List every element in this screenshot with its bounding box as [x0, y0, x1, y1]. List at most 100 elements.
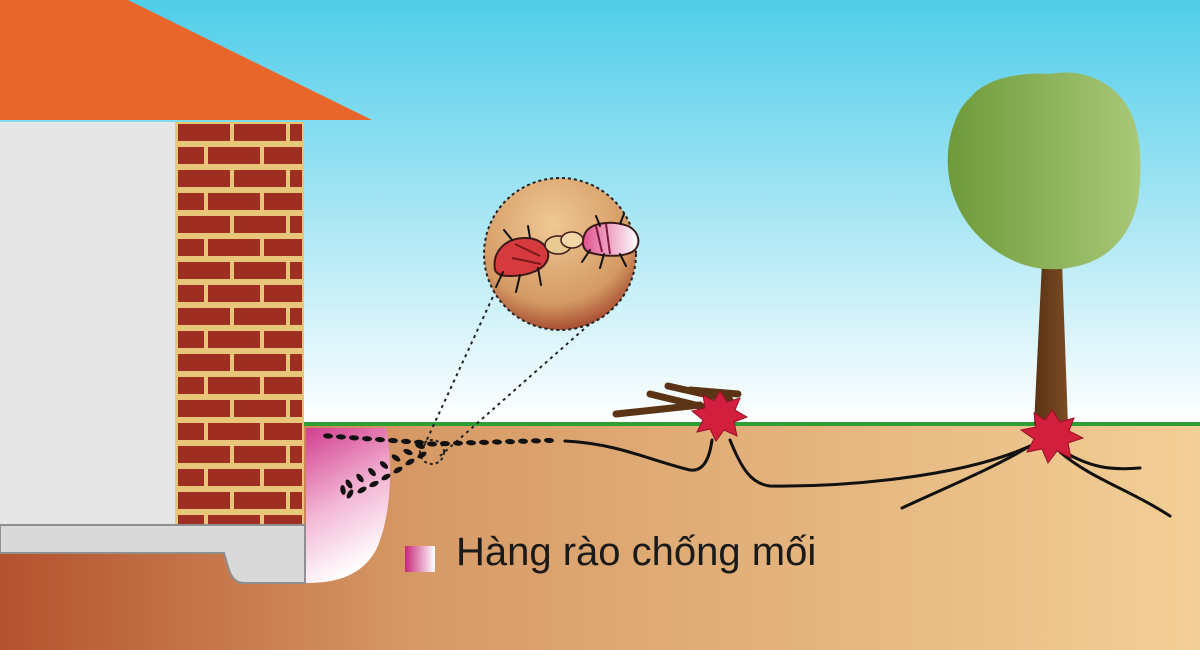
brick — [234, 262, 286, 279]
brick-column — [176, 122, 304, 532]
termite-dot — [393, 466, 403, 474]
brick — [290, 308, 302, 325]
brick — [208, 469, 260, 486]
termite-dot — [391, 454, 401, 462]
brick — [264, 469, 302, 486]
brick — [264, 285, 302, 302]
brick — [178, 239, 204, 256]
brick — [290, 354, 302, 371]
termite-dot — [357, 486, 367, 494]
termite-dot — [505, 438, 515, 445]
brick — [178, 446, 230, 463]
brick — [234, 170, 286, 187]
brick — [234, 492, 286, 509]
termite-dot — [531, 438, 541, 444]
house-wall — [0, 122, 178, 527]
brick — [178, 216, 230, 233]
brick — [290, 492, 302, 509]
termite-dot — [544, 437, 554, 444]
brick — [208, 239, 260, 256]
termite-pink — [560, 213, 640, 269]
termite-dot — [356, 473, 364, 483]
brick — [178, 147, 204, 164]
termite-dot — [349, 435, 359, 441]
termite-dot — [379, 461, 389, 469]
termite-dot — [403, 448, 413, 456]
termite-dot — [368, 467, 376, 477]
termite-dot — [417, 451, 427, 459]
brick — [178, 308, 230, 325]
brick — [178, 469, 204, 486]
termite-dot — [466, 440, 476, 446]
brick — [178, 354, 230, 371]
tree-trunk — [1034, 262, 1068, 425]
brick — [208, 423, 260, 440]
brick — [290, 446, 302, 463]
zoom-guide-lines — [423, 289, 611, 457]
roof — [0, 0, 372, 120]
brick — [208, 193, 260, 210]
termite-red — [493, 225, 572, 293]
termite-dot — [492, 439, 502, 445]
brick — [178, 285, 204, 302]
zoom-target-circle — [419, 439, 445, 465]
termite-dot — [479, 439, 489, 445]
termite-dot — [340, 485, 346, 495]
brick — [234, 124, 286, 141]
termite-dot — [346, 489, 354, 499]
brick — [178, 492, 230, 509]
termite-tunnels — [563, 438, 1172, 518]
termite-dot — [388, 437, 398, 444]
brick — [178, 193, 204, 210]
brick — [290, 262, 302, 279]
brick — [290, 170, 302, 187]
termite-dot — [362, 436, 372, 442]
foundation — [0, 524, 306, 584]
nest-star-debris — [690, 390, 749, 442]
tree-canopy — [947, 72, 1141, 270]
brick — [178, 423, 204, 440]
brick — [290, 400, 302, 417]
brick — [234, 400, 286, 417]
brick — [290, 124, 302, 141]
termite-dot — [401, 438, 411, 445]
brick — [234, 216, 286, 233]
brick — [178, 331, 204, 348]
termite-dot — [369, 480, 379, 488]
magnified-view — [483, 177, 640, 331]
brick — [178, 262, 230, 279]
brick — [264, 331, 302, 348]
termite-dot — [405, 458, 415, 466]
brick — [208, 377, 260, 394]
bricks — [178, 124, 302, 532]
brick — [290, 216, 302, 233]
legend-swatch — [405, 546, 435, 572]
termite-dot — [336, 434, 346, 440]
brick — [178, 124, 230, 141]
nest-star-tree — [1019, 409, 1085, 464]
termite-dot — [427, 441, 437, 447]
termite-dot — [323, 433, 333, 439]
brick — [208, 147, 260, 164]
brick — [234, 308, 286, 325]
brick — [264, 193, 302, 210]
termite-dot — [453, 440, 463, 446]
legend-label: Hàng rào chống mối — [456, 530, 817, 574]
brick — [264, 147, 302, 164]
termite-dot — [440, 440, 450, 447]
brick — [178, 170, 230, 187]
brick — [208, 285, 260, 302]
termite-dot — [345, 479, 353, 489]
brick — [234, 354, 286, 371]
termite-trail — [323, 433, 554, 499]
brick — [178, 377, 204, 394]
tree — [947, 72, 1141, 425]
brick — [234, 446, 286, 463]
termite-barrier-zone — [306, 428, 391, 583]
termite-dot — [415, 443, 425, 449]
brick — [264, 423, 302, 440]
brick — [264, 239, 302, 256]
brick — [208, 331, 260, 348]
